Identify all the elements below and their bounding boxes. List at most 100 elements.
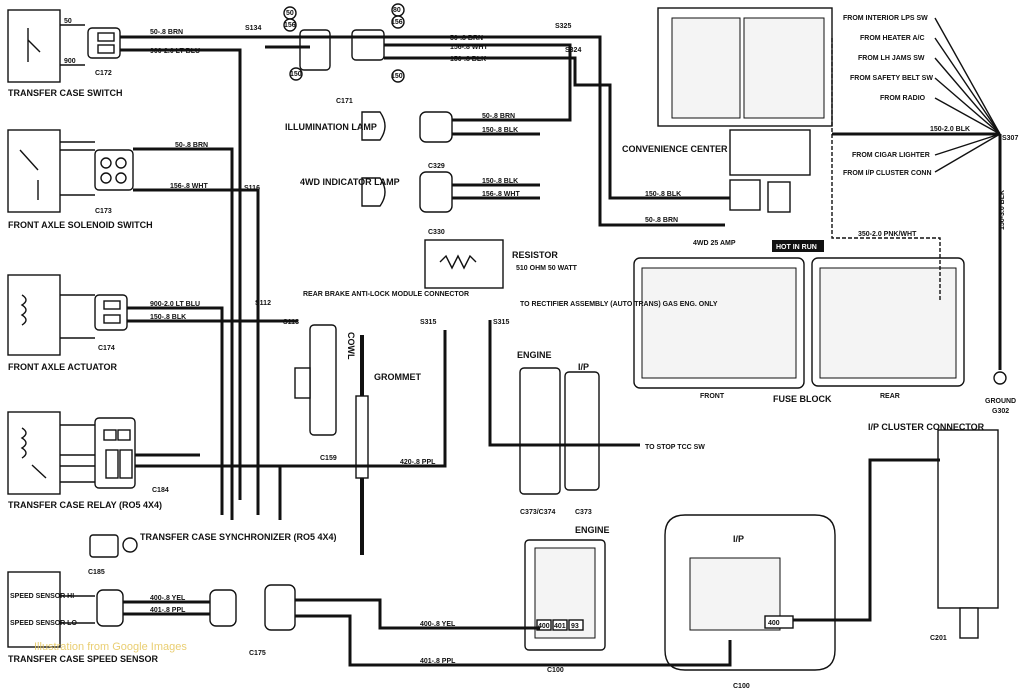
svg-text:50: 50 [286, 10, 294, 17]
label-s113: S113 [283, 319, 299, 326]
label-c159: C159 [320, 455, 337, 462]
abs-module: REAR BRAKE ANTI-LOCK MODULE CONNECTOR C1… [294, 291, 469, 462]
svg-text:93: 93 [571, 623, 579, 630]
wire-label-ppl: 420-.8 PPL [400, 459, 436, 466]
label-c172: C172 [95, 70, 112, 77]
label-c329: C329 [428, 163, 445, 170]
cowl-grommet: COWL GROMMET [346, 332, 421, 555]
feed-cluster-conn: FROM I/P CLUSTER CONN [843, 170, 932, 177]
note-rectifier: TO RECTIFIER ASSEMBLY (AUTO TRANS) GAS E… [520, 301, 718, 308]
label-c373-c374: C373/C374 [520, 509, 556, 516]
connector-c184: C184 [94, 417, 169, 494]
label-c100-ip: C100 [733, 683, 750, 690]
connector-c171: C171 80 156 150 [336, 3, 405, 105]
label-s116: S116 [244, 185, 260, 192]
wire-label-blk-3: 150-.8 BLK [482, 127, 518, 134]
wire-label-blu-2: 900-2.0 LT BLU [150, 301, 200, 308]
watermark: Illustration from Google Images [34, 641, 187, 653]
feed-cigar-lighter: FROM CIGAR LIGHTER [852, 152, 930, 159]
front-axle-actuator: FRONT AXLE ACTUATOR [7, 274, 117, 372]
label-resistor: RESISTOR [512, 250, 558, 260]
connector-c201: I/P CLUSTER CONNECTOR C201 [868, 422, 999, 642]
wire-label-blu: 900-2.0 LT BLU [150, 48, 200, 55]
label-synchronizer: TRANSFER CASE SYNCHRONIZER (RO5 4X4) [140, 532, 337, 542]
wire-label-brn-3: 50-.8 BRN [175, 142, 208, 149]
label-speed-hi: SPEED SENSOR HI [10, 593, 74, 600]
transfer-case-relay: TRANSFER CASE RELAY (RO5 4X4) [7, 411, 162, 510]
wire-label-blk-6: 150-2.0 BLK [930, 126, 970, 133]
wire-harness [120, 17, 1002, 667]
label-c373: C373 [575, 509, 592, 516]
wire-label-wht: 156-.8 WHT [450, 44, 488, 51]
connector-c172: C172 [87, 27, 121, 77]
resistor-c330: C330 RESISTOR 510 OHM 50 WATT [424, 229, 578, 289]
label-speed-sensor: TRANSFER CASE SPEED SENSOR [8, 654, 159, 664]
pin-50: 50 [64, 18, 72, 25]
connector-c373-c374: ENGINE I/P C373/C374 C373 [517, 350, 600, 516]
label-abs-module: REAR BRAKE ANTI-LOCK MODULE CONNECTOR [303, 291, 469, 298]
label-c171: C171 [336, 98, 353, 105]
pin-900: 900 [64, 58, 76, 65]
wire-label-pnk: 350-2.0 PNK/WHT [858, 231, 917, 238]
label-cluster-connector: I/P CLUSTER CONNECTOR [868, 422, 985, 432]
label-s324: S324 [565, 47, 581, 54]
label-s325: S325 [555, 23, 571, 30]
label-front-axle-actuator: FRONT AXLE ACTUATOR [8, 362, 117, 372]
label-transfer-case-switch: TRANSFER CASE SWITCH [8, 88, 123, 98]
wire-label-brn-2: 50-.8 BRN [450, 35, 483, 42]
svg-text:150: 150 [391, 73, 403, 80]
label-c100: C100 [547, 667, 564, 674]
ground-g302: GROUND G302 [985, 371, 1016, 415]
label-c173: C173 [95, 208, 112, 215]
feed-radio: FROM RADIO [880, 95, 926, 102]
wire-label-wht-2: 156-.8 WHT [170, 183, 208, 190]
connector-c100-ip: 400 I/P C100 [664, 514, 836, 690]
notes: TO RECTIFIER ASSEMBLY (AUTO TRANS) GAS E… [520, 301, 718, 451]
label-speed-lo: SPEED SENSOR LO [10, 620, 77, 627]
svg-text:400: 400 [538, 623, 550, 630]
label-fuse-4wd: 4WD 25 AMP [693, 240, 736, 247]
wire-labels: 50-.8 BRN 900-2.0 LT BLU 50-.8 BRN 156-.… [150, 29, 1006, 665]
svg-text:150: 150 [290, 71, 302, 78]
label-transfer-case-relay: TRANSFER CASE RELAY (RO5 4X4) [8, 500, 162, 510]
label-ground: GROUND [985, 398, 1016, 405]
wire-label-blk-5: 150-.8 BLK [645, 191, 681, 198]
label-fuse-block: FUSE BLOCK [773, 394, 832, 404]
label-s315-right: S315 [493, 319, 509, 326]
label-c175: C175 [249, 650, 266, 657]
label-rear: REAR [880, 393, 900, 400]
label-cowl: COWL [346, 332, 356, 360]
svg-text:80: 80 [393, 7, 401, 14]
wire-label-wht-3: 156-.8 WHT [482, 191, 520, 198]
label-c330: C330 [428, 229, 445, 236]
label-g302: G302 [992, 408, 1009, 415]
label-grommet: GROMMET [374, 372, 421, 382]
label-illumination-lamp: ILLUMINATION LAMP [285, 122, 377, 132]
label-s112: S112 [255, 300, 271, 307]
wire-label-ppl-3: 401-.8 PPL [420, 658, 456, 665]
label-convenience-center: CONVENIENCE CENTER [622, 144, 728, 154]
ground-feed-labels: FROM INTERIOR LPS SW FROM HEATER A/C FRO… [843, 15, 933, 177]
label-engine-strip: ENGINE [517, 350, 552, 360]
wire-label-blk-7: 150-3.0 BLK [999, 190, 1006, 230]
label-s307: S307 [1002, 135, 1018, 142]
illumination-lamp: ILLUMINATION LAMP [285, 111, 453, 143]
label-hot-in-run: HOT IN RUN [776, 244, 817, 251]
svg-text:401: 401 [554, 623, 566, 630]
wire-label-brn-5: 50-.8 BRN [645, 217, 678, 224]
svg-text:156: 156 [284, 22, 296, 29]
label-front-axle-solenoid: FRONT AXLE SOLENOID SWITCH [8, 220, 153, 230]
connector-c100-engine: 400 401 93 ENGINE C100 [524, 525, 610, 674]
label-s134: S134 [245, 25, 261, 32]
wire-label-yel: 400-.8 YEL [150, 595, 186, 602]
label-resistor-spec: 510 OHM 50 WATT [516, 265, 578, 272]
transfer-case-switch: 50 900 TRANSFER CASE SWITCH [7, 9, 123, 98]
wire-label-brn-4: 50-.8 BRN [482, 113, 515, 120]
feed-interior-lps: FROM INTERIOR LPS SW [843, 15, 928, 22]
convenience-center: CONVENIENCE CENTER [622, 7, 833, 213]
label-engine-c100: ENGINE [575, 525, 610, 535]
wire-label-yel-2: 400-.8 YEL [420, 621, 456, 628]
splice-labels: S116 S112 S113 S325 S324 S315 S315 S307 [244, 23, 1018, 326]
label-indicator-lamp: 4WD INDICATOR LAMP [300, 177, 400, 187]
